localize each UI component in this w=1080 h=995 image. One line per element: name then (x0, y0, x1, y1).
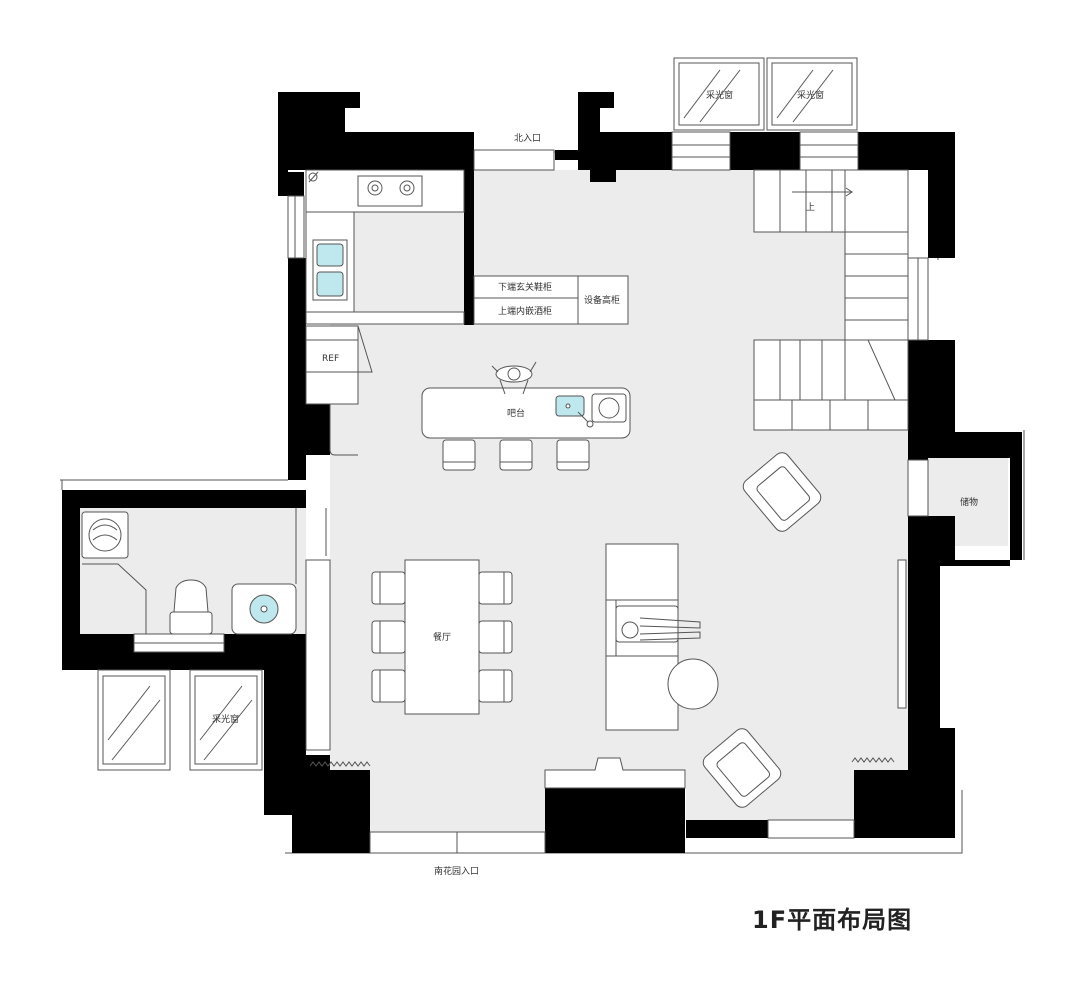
wine-cabinet-label: 上端内嵌酒柜 (498, 305, 552, 317)
dining-chair (371, 620, 406, 654)
dining-table (404, 559, 480, 715)
wall-north-mid (730, 132, 800, 170)
stair-right (844, 231, 909, 341)
sw-skylights (97, 669, 263, 771)
north-entrance-label: 北入口 (514, 133, 541, 144)
dining-chair (371, 571, 406, 605)
fridge-box (305, 325, 359, 405)
radiator-sw (309, 761, 371, 767)
east-opening (907, 459, 929, 517)
dining-chair (371, 669, 406, 703)
south-entrance-label: 南花园入口 (434, 865, 479, 877)
wall-west-mid (288, 395, 330, 480)
plan-title: 1F平面布局图 (752, 906, 913, 934)
dining-chair (478, 571, 513, 605)
north-skylights (673, 57, 858, 131)
armchair (702, 728, 782, 808)
wall-ne (858, 132, 955, 258)
wall-east-bottom (928, 516, 1010, 640)
kitchen (305, 169, 465, 325)
dining-label: 餐厅 (433, 631, 451, 643)
bar-stool (442, 439, 476, 471)
wall-se (854, 728, 955, 838)
dining-chair (478, 669, 513, 703)
openings (133, 131, 929, 854)
north-window-1 (671, 131, 731, 171)
living (605, 452, 907, 808)
cabinets (473, 275, 629, 325)
wall-north-center (555, 92, 672, 182)
skylight-n1-label: 采光窗 (706, 89, 733, 101)
skylight-sw-label: 采光窗 (212, 713, 239, 725)
walls (62, 92, 1022, 853)
wall-south-right (686, 820, 768, 838)
fridge-label: REF (322, 354, 339, 364)
stair-upper (753, 169, 909, 233)
wall-south-center (545, 788, 685, 853)
skylight-n2-label: 采光窗 (797, 89, 824, 101)
reclining-person-icon (615, 605, 701, 643)
south-floor (370, 770, 545, 832)
kitchen-counter-south (305, 311, 465, 325)
dining-chair (478, 620, 513, 654)
radiator-se (851, 757, 895, 763)
wall-east-lower-2 (908, 640, 940, 728)
toilet (169, 611, 213, 635)
wall-nw (278, 92, 474, 196)
stairs-up-label: 上 (806, 202, 815, 213)
tv-console (897, 559, 907, 709)
storage-label: 储物 (960, 496, 978, 508)
wall-sw (264, 670, 370, 853)
bar-stool (556, 439, 590, 471)
west-wall-panel (305, 559, 331, 751)
north-window-2 (799, 131, 859, 171)
bar-island (421, 361, 631, 471)
round-side-table (667, 658, 719, 710)
stairs (753, 169, 909, 431)
wall-east-storage-gap (908, 516, 928, 640)
wall-east (928, 340, 1022, 560)
skylight-sw1 (97, 669, 171, 771)
stair-lower (753, 339, 909, 431)
shoe-cabinet-label: 下端玄关鞋柜 (498, 281, 552, 293)
wall-kitchen-east (464, 170, 474, 325)
bar-label: 吧台 (507, 407, 525, 419)
south-door-right (767, 819, 855, 839)
north-entrance-door (473, 149, 555, 171)
skylight-n1 (673, 57, 765, 131)
wall-bath (62, 490, 306, 652)
wall-bath-south (62, 652, 310, 670)
wall-north-left (288, 150, 474, 170)
dining (371, 559, 513, 715)
wall-bath-south-right (224, 634, 310, 652)
equipment-cabinet-box (577, 275, 629, 325)
bar-stool (499, 439, 533, 471)
south-counter (544, 757, 686, 789)
armchair (742, 452, 822, 532)
fridge (305, 325, 373, 456)
west-window (287, 195, 305, 259)
skylight-n2 (766, 57, 858, 131)
toilet-bowl (173, 579, 209, 613)
person-icon (491, 361, 537, 395)
skylight-sw2 (189, 669, 263, 771)
bathroom (81, 508, 327, 635)
equipment-cabinet-label: 设备高柜 (584, 294, 620, 306)
